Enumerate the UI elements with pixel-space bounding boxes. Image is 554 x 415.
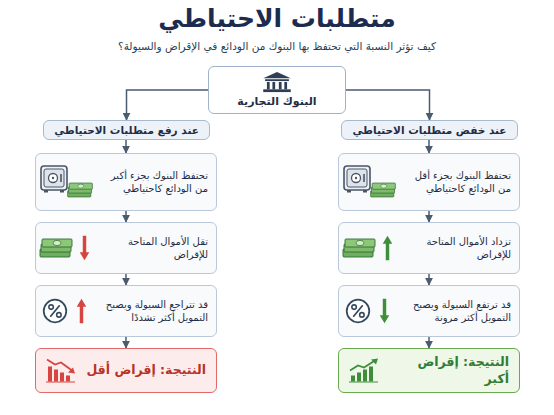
box-text: تحتفظ البنوك بجزء أكبر من الودائع كاحتيا… (100, 169, 208, 196)
box-text: البنوك التجارية (219, 95, 335, 108)
icon-part (347, 300, 370, 323)
process-box: تحتفظ البنوك بجزء أقل من الودائع كاحتياط… (338, 153, 520, 211)
icon-part (344, 166, 370, 193)
icon-part (41, 166, 67, 193)
branch-header: عند خفض متطلبات الاحتياطي (341, 120, 518, 140)
process-box: تقل الأموال المتاحة للإقراض (35, 222, 217, 274)
box-text: قد تتراجع السيولة ويصبح التمويل أكثر تشد… (100, 298, 208, 325)
flow-arrow (125, 274, 127, 285)
icon-part (68, 183, 93, 197)
icon (36, 154, 98, 212)
icon (339, 154, 401, 212)
icon (36, 286, 98, 338)
flow-arrow (125, 211, 127, 222)
flow-arrow (125, 337, 127, 348)
process-box: قد ترتفع السيولة ويصبح التمويل أكثر مرون… (338, 285, 520, 337)
flow-arrow (428, 140, 430, 153)
icon-part (380, 299, 390, 323)
box-text: تزداد الأموال المتاحة للإقراض (403, 235, 511, 262)
flow-arrow (428, 274, 430, 285)
box-text: قد ترتفع السيولة ويصبح التمويل أكثر مرون… (403, 298, 511, 325)
process-box: تزداد الأموال المتاحة للإقراض (338, 222, 520, 274)
box-text: عند خفض متطلبات الاحتياطي (351, 124, 508, 136)
process-box: تحتفظ البنوك بجزء أكبر من الودائع كاحتيا… (35, 153, 217, 211)
flow-arrow (125, 140, 127, 153)
subtitle: كيف تؤثر النسبة التي تحتفظ بها البنوك من… (0, 40, 554, 52)
process-box: قد تتراجع السيولة ويصبح التمويل أكثر تشد… (35, 285, 217, 337)
box-text: عند رفع متطلبات الاحتياطي (53, 124, 200, 136)
box-text: تحتفظ البنوك بجزء أقل من الودائع كاحتياط… (403, 169, 511, 196)
flow-arrow (346, 90, 430, 120)
bank-box: البنوك التجارية (208, 66, 346, 114)
icon (339, 223, 401, 275)
icon (36, 223, 98, 275)
icon (339, 286, 401, 338)
icon-part (80, 236, 90, 260)
flow-arrow (428, 211, 430, 222)
icon-part (77, 299, 87, 323)
result-box: النتيجة: إقراض أكبر (338, 348, 520, 393)
icon-part (349, 359, 378, 383)
box-text: النتيجة: إقراض أقل (86, 362, 206, 378)
icon-part (40, 239, 72, 257)
branch-header: عند رفع متطلبات الاحتياطي (43, 120, 210, 140)
icon-part (383, 236, 393, 260)
box-text: النتيجة: إقراض أكبر (389, 354, 509, 387)
flow-arrow (428, 337, 430, 348)
icon-part (46, 360, 75, 383)
flow-arrow (127, 90, 209, 120)
result-box: النتيجة: إقراض أقل (35, 348, 217, 393)
icon (339, 349, 401, 394)
icon-part (371, 183, 396, 197)
icon-part (263, 72, 291, 92)
box-text: تقل الأموال المتاحة للإقراض (100, 235, 208, 262)
title: متطلبات الاحتياطي (0, 4, 554, 33)
icon-part (343, 239, 375, 257)
icon-part (44, 300, 67, 323)
